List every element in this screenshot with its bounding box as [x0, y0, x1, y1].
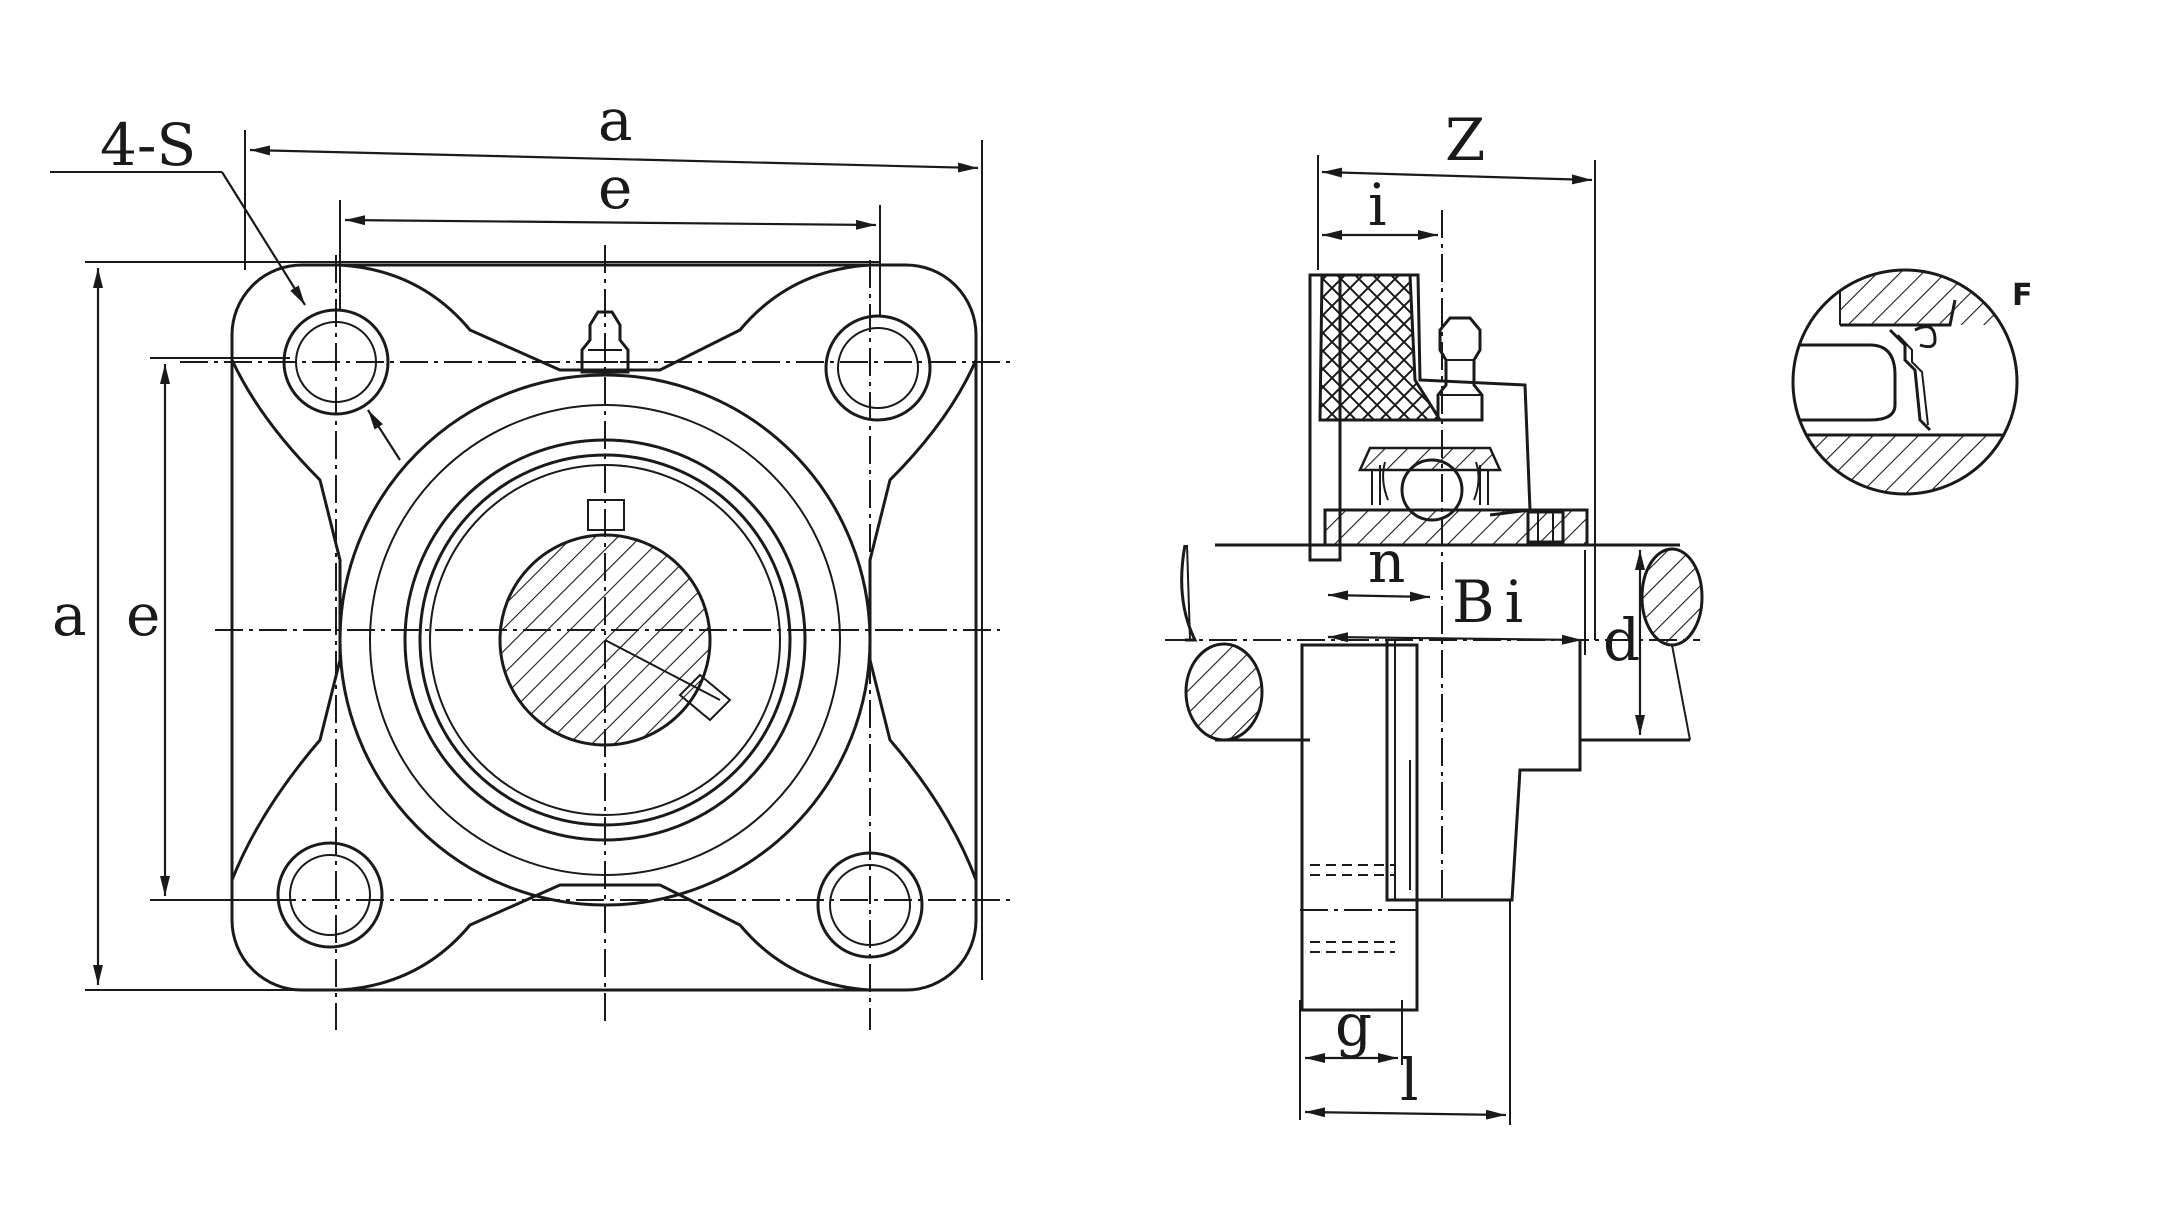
housing-body-lower	[1385, 640, 1582, 902]
detail-view-f: F	[1791, 268, 2033, 496]
housing-section-upper	[1318, 273, 1443, 422]
seal-left	[1371, 461, 1389, 505]
label-g: g	[1335, 991, 1372, 1059]
side-centerlines	[1165, 210, 1700, 900]
hole-callout-leader	[50, 171, 401, 461]
label-i: i	[1368, 171, 1387, 239]
front-centerlines	[180, 245, 1010, 1030]
front-extension-lines	[85, 130, 983, 991]
label-d: d	[1603, 606, 1640, 674]
label-4-s: 4-S	[100, 111, 196, 179]
dim-a-horizontal	[249, 145, 979, 173]
housing-flange-lower	[1300, 643, 1419, 1012]
set-screw-angled	[678, 673, 732, 722]
bearing-ball	[1400, 458, 1464, 522]
label-e-top: e	[598, 154, 632, 222]
detail-circle	[1791, 268, 2019, 496]
label-f: F	[2012, 278, 2033, 313]
inner-ring	[1323, 508, 1589, 547]
bolt-hole-bottom-left	[276, 841, 384, 949]
side-view: Z i n Bi d g l	[1165, 106, 1704, 1125]
front-view: 4-S a e a e	[50, 86, 1010, 1030]
flange-profile	[230, 263, 978, 992]
dim-z	[1321, 167, 1593, 185]
label-bi: Bi	[1452, 568, 1533, 636]
flange-bolt-hole	[1300, 864, 1420, 953]
label-z: Z	[1445, 106, 1485, 174]
shaft	[1180, 543, 1704, 742]
label-n: n	[1368, 528, 1405, 596]
bolt-hole-top-right	[824, 314, 932, 422]
label-a-left: a	[52, 581, 87, 649]
dim-l	[1304, 1107, 1507, 1120]
dim-bi	[1327, 632, 1583, 645]
label-l: l	[1400, 1046, 1419, 1114]
label-e-left: e	[126, 581, 160, 649]
grease-nipple-side	[1436, 316, 1484, 422]
set-screw-side	[1526, 510, 1565, 544]
side-extension-lines	[1299, 155, 1660, 1125]
seal-right	[1473, 461, 1489, 505]
dim-n	[1327, 590, 1431, 602]
dim-e-horizontal	[344, 215, 877, 230]
label-a-top: a	[598, 86, 633, 154]
